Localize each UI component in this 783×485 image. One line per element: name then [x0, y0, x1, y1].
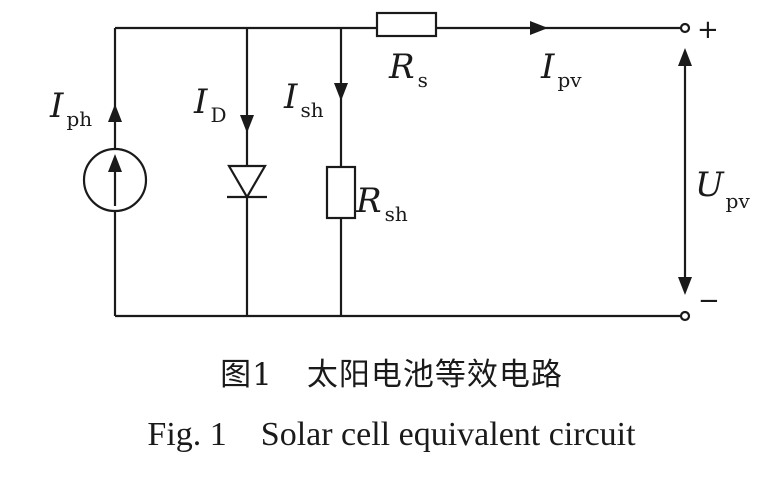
- label-r-sh-main: R: [355, 181, 382, 221]
- i-ph-arrowhead: [108, 104, 122, 122]
- label-r-s-main: R: [388, 47, 415, 87]
- current-source-symbol: [82, 147, 148, 213]
- current-source-inner-arrowhead: [108, 154, 122, 172]
- i-pv-arrowhead: [530, 21, 548, 35]
- diode-symbol: [227, 164, 267, 200]
- caption-cn-text: 太阳电池等效电路: [306, 357, 563, 393]
- label-minus: −: [698, 286, 720, 316]
- voltage-arrow-top-head: [678, 48, 692, 66]
- label-i-sh-main: I: [283, 77, 298, 117]
- figure-caption-english: Fig. 1 Solar cell equivalent circuit: [0, 416, 783, 454]
- figure-caption-chinese: 图1 太阳电池等效电路: [0, 349, 783, 394]
- label-u-pv-main: U: [695, 165, 725, 205]
- label-i-ph-sub: ph: [66, 107, 92, 131]
- caption-en-text: Solar cell equivalent circuit: [260, 416, 636, 453]
- label-i-d-sub: D: [210, 103, 226, 127]
- caption-en-number: Fig. 1: [147, 416, 227, 453]
- label-r-sh-sub: sh: [385, 202, 408, 226]
- i-d-arrowhead: [240, 115, 254, 133]
- label-i-d-main: I: [193, 82, 208, 122]
- label-plus: +: [697, 15, 719, 45]
- caption-cn-number: 图1: [220, 357, 273, 393]
- negative-terminal: [679, 310, 691, 322]
- label-i-ph-main: I: [49, 86, 64, 126]
- label-i-sh-sub: sh: [300, 98, 323, 122]
- label-r-s-sub: s: [418, 68, 428, 92]
- i-sh-arrowhead: [334, 83, 348, 101]
- label-i-pv-main: I: [540, 47, 555, 87]
- label-i-pv-sub: pv: [557, 68, 582, 92]
- label-u-pv-sub: pv: [726, 189, 751, 213]
- series-resistor-symbol: [375, 11, 438, 38]
- voltage-arrow-bottom-head: [678, 277, 692, 295]
- positive-terminal: [679, 22, 691, 34]
- shunt-resistor-symbol: [325, 165, 357, 220]
